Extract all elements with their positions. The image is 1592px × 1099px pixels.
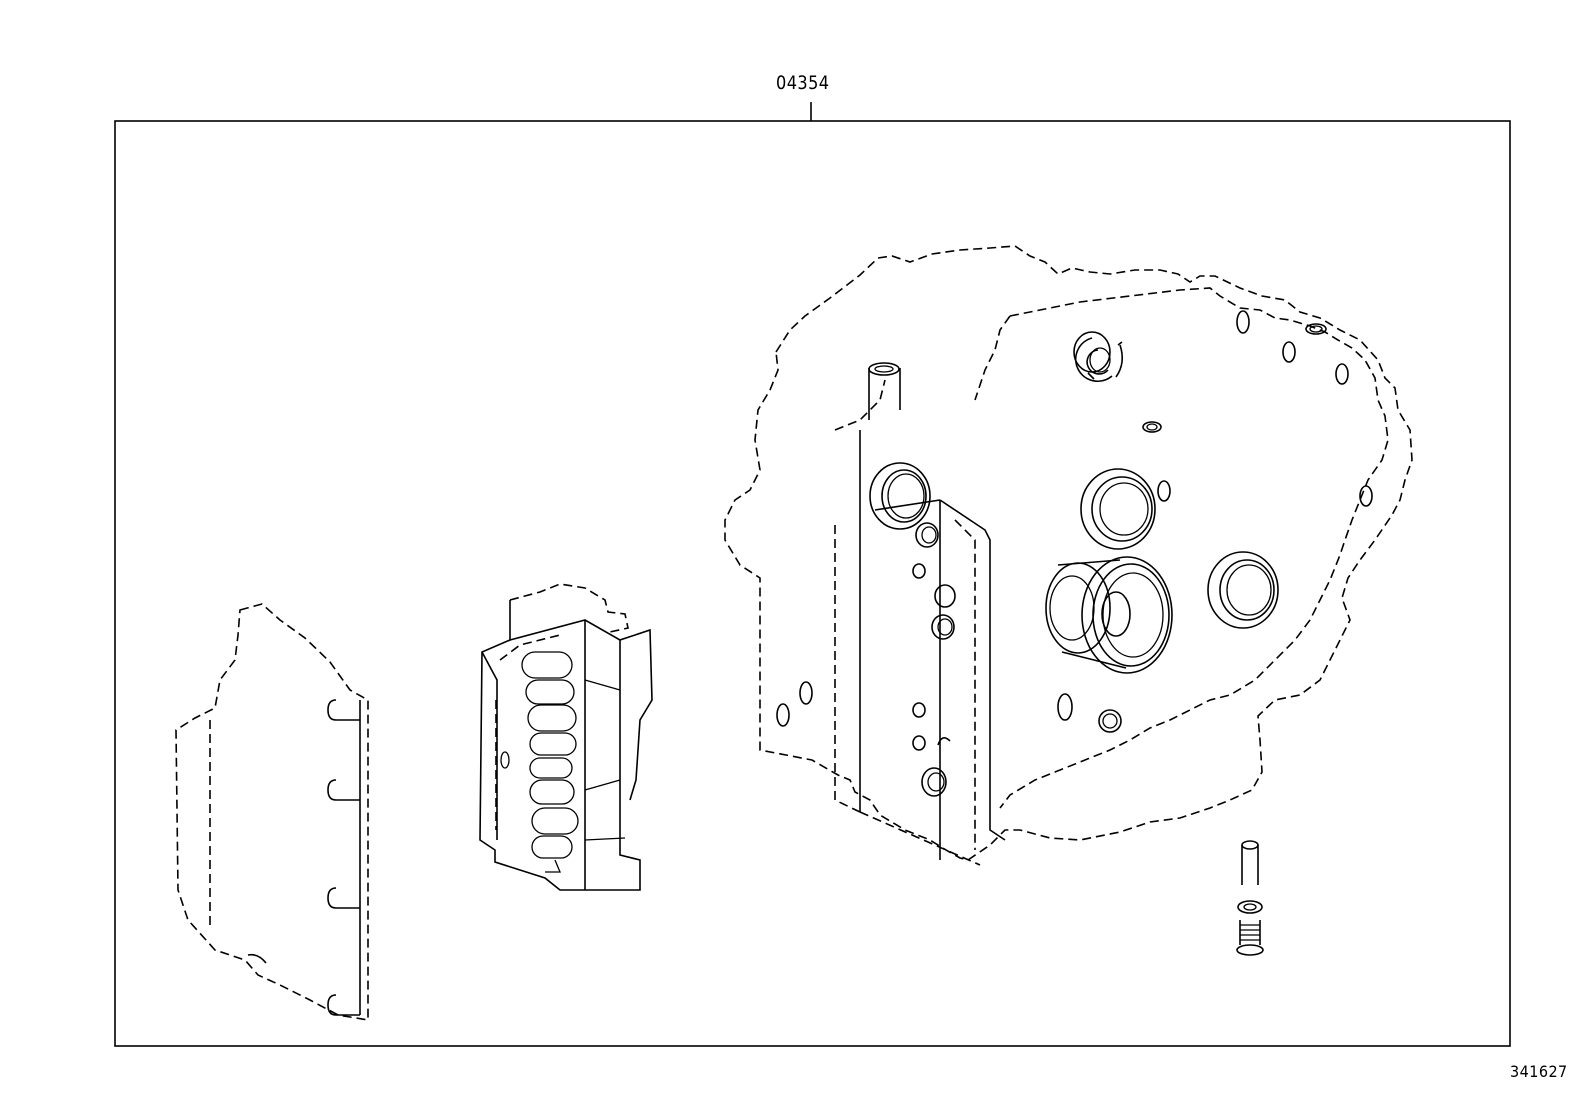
transmission-case-gasket-set [724,245,1413,866]
kit-boundary-box [114,120,1511,1047]
kit-part-number: 04354 [776,72,830,94]
separator-plate-gasket [175,603,369,1021]
drain-plug [1236,840,1264,956]
illustration-reference-number: 341627 [1510,1062,1568,1081]
valve-body [479,583,653,891]
